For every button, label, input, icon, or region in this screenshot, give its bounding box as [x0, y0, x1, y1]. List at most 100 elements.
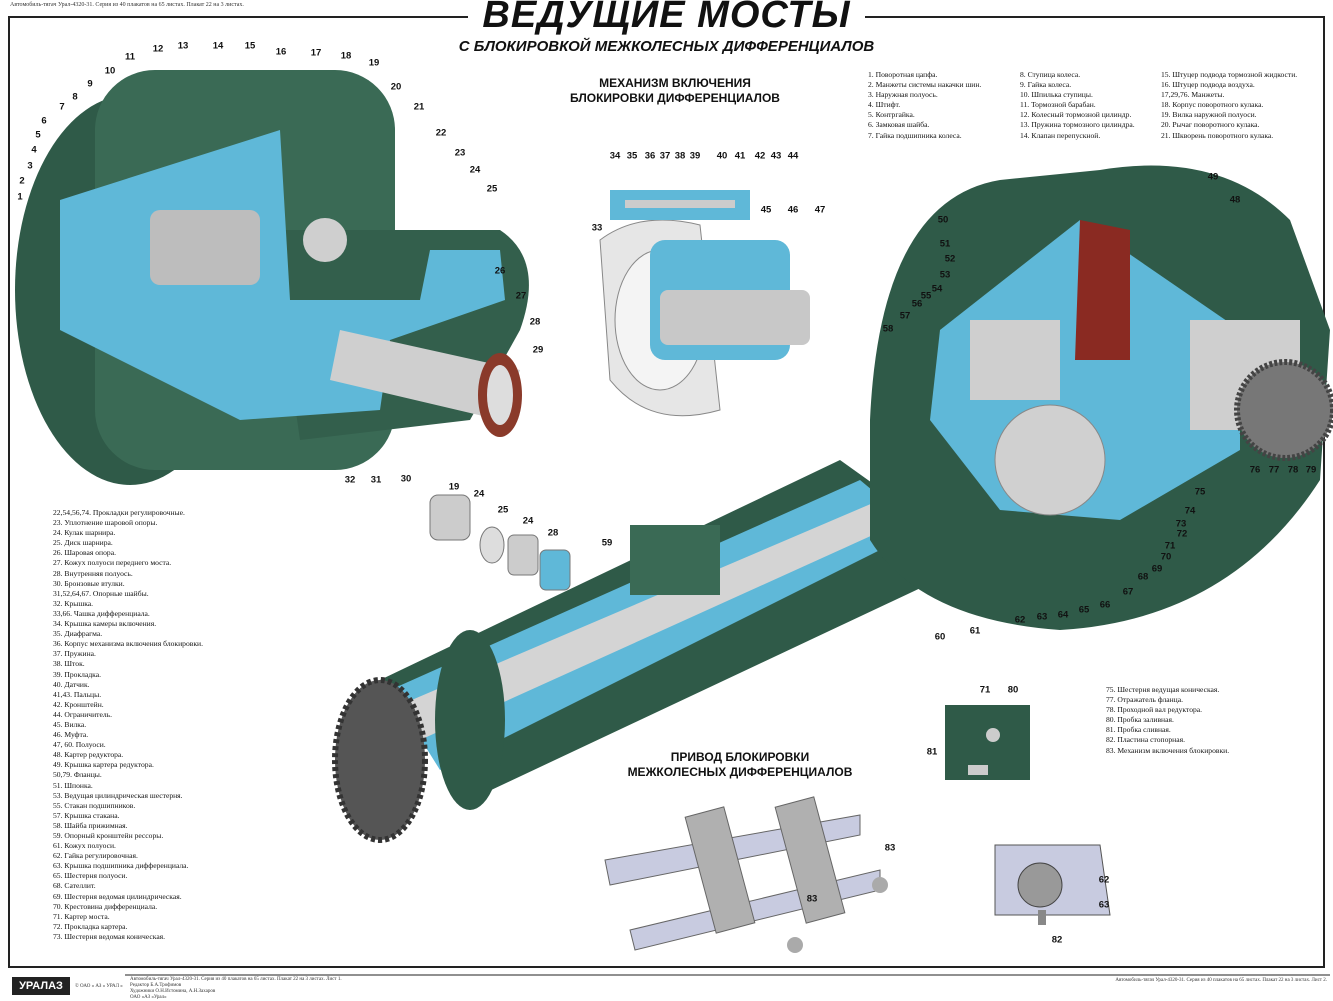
- legend-item: 81. Пробка сливная.: [1106, 725, 1171, 735]
- drive-title-line2: МЕЖКОЛЕСНЫХ ДИФФЕРЕНЦИАЛОВ: [627, 765, 853, 779]
- callout-number: 31: [370, 474, 382, 486]
- legend-item: 65. Шестерня полуоси.: [53, 871, 128, 881]
- callout-number: 77: [1268, 464, 1280, 476]
- legend-item: 2. Манжеты системы накачки шин.: [868, 80, 982, 90]
- legend-item: 55. Стакан подшипников.: [53, 800, 136, 810]
- callout-number: 16: [275, 46, 287, 58]
- legend-item: 26. Шаровая опора.: [53, 548, 116, 558]
- callout-number: 3: [27, 160, 33, 172]
- legend-item: 36. Корпус механизма включения блокировк…: [53, 639, 203, 649]
- legend-item: 61. Кожух полуоси.: [53, 841, 116, 851]
- callout-number: 29: [532, 344, 544, 356]
- legend-item: 80. Пробка заливная.: [1106, 715, 1174, 725]
- callout-number: 55: [920, 290, 932, 302]
- callout-number: 19: [368, 57, 380, 69]
- legend-item: 42. Кронштейн.: [53, 699, 104, 709]
- legend-item: 32. Крышка.: [53, 598, 94, 608]
- poster-title: ВЕДУЩИЕ МОСТЫ: [0, 0, 1333, 37]
- callout-number: 62: [1098, 874, 1110, 886]
- legend-item: 53. Ведущая цилиндрическая шестерня.: [53, 790, 183, 800]
- callout-number: 30: [400, 473, 412, 485]
- callout-number: 39: [689, 150, 701, 162]
- legend-item: 20. Рычаг поворотного кулака.: [1161, 120, 1260, 130]
- joint-parts: [429, 494, 571, 591]
- legend-item: 6. Замковая шайба.: [868, 120, 930, 130]
- callout-number: 46: [787, 204, 799, 216]
- legend-right: 75. Шестерня ведущая коническая.77. Отра…: [1106, 685, 1229, 756]
- legend-left: 22,54,56,74. Прокладки регулировочные.23…: [53, 508, 203, 942]
- legend-item: 9. Гайка колеса.: [1020, 80, 1072, 90]
- mechanism-title: МЕХАНИЗМ ВКЛЮЧЕНИЯ БЛОКИРОВКИ ДИФФЕРЕНЦИ…: [560, 76, 790, 106]
- callout-number: 24: [469, 164, 481, 176]
- legend-item: 72. Прокладка картера.: [53, 921, 128, 931]
- drive-title-line1: ПРИВОД БЛОКИРОВКИ: [670, 750, 810, 764]
- legend-item: 23. Уплотнение шаровой опоры.: [53, 518, 158, 528]
- callout-number: 35: [626, 150, 638, 162]
- callout-number: 15: [244, 40, 256, 52]
- callout-number: 74: [1184, 505, 1196, 517]
- legend-item: 62. Гайка регулировочная.: [53, 851, 138, 861]
- callout-number: 75: [1194, 486, 1206, 498]
- callout-number: 24: [473, 488, 485, 500]
- poster-subtitle: С БЛОКИРОВКОЙ МЕЖКОЛЕСНЫХ ДИФФЕРЕНЦИАЛОВ: [458, 38, 875, 55]
- callout-number: 2: [19, 175, 25, 187]
- callout-number: 21: [413, 101, 425, 113]
- drive-title: ПРИВОД БЛОКИРОВКИ МЕЖКОЛЕСНЫХ ДИФФЕРЕНЦИ…: [620, 750, 860, 780]
- callout-number: 24: [522, 515, 534, 527]
- legend-item: 47, 60. Полуоси.: [53, 740, 106, 750]
- legend-top-col2: 8. Ступица колеса.9. Гайка колеса.10. Шп…: [1020, 70, 1135, 141]
- legend-item: 50,79. Фланцы.: [53, 770, 102, 780]
- callout-number: 60: [934, 631, 946, 643]
- callout-number: 4: [31, 144, 37, 156]
- lock-drive-illustration: [604, 796, 888, 953]
- callout-number: 47: [814, 204, 826, 216]
- callout-number: 33: [591, 222, 603, 234]
- footer-right-note: Автомобиль-тягач Урал-4320-31. Серия из …: [1115, 978, 1327, 983]
- callout-number: 53: [939, 269, 951, 281]
- callout-number: 44: [787, 150, 799, 162]
- callout-number: 82: [1051, 934, 1063, 946]
- legend-item: 14. Клапан перепускной.: [1020, 130, 1101, 140]
- callout-number: 52: [944, 253, 956, 265]
- callout-number: 48: [1229, 194, 1241, 206]
- callout-number: 71: [1164, 540, 1176, 552]
- callout-number: 65: [1078, 604, 1090, 616]
- series-note: Автомобиль-тягач Урал-4320-31. Серия из …: [10, 2, 244, 8]
- legend-item: 25. Диск шарнира.: [53, 538, 113, 548]
- footer-line3: Художники О.Н.Истомина, А.Н.Захаров: [130, 989, 216, 994]
- callout-number: 76: [1249, 464, 1261, 476]
- callout-number: 36: [644, 150, 656, 162]
- legend-item: 77. Отражатель фланца.: [1106, 695, 1184, 705]
- callout-number: 6: [41, 115, 47, 127]
- callout-number: 5: [35, 129, 41, 141]
- poster-title-text: ВЕДУЩИЕ МОСТЫ: [468, 0, 865, 36]
- legend-item: 82. Пластина стопорная.: [1106, 735, 1185, 745]
- callout-number: 79: [1305, 464, 1317, 476]
- footer-line2: Редактор Б.А.Трофимов: [130, 983, 182, 988]
- callout-number: 9: [87, 78, 93, 90]
- logo: УРАЛАЗ: [12, 977, 70, 995]
- callout-number: 72: [1176, 528, 1188, 540]
- legend-item: 83. Механизм включения блокировки.: [1106, 745, 1230, 755]
- legend-item: 78. Проходной вал редуктора.: [1106, 705, 1203, 715]
- wheel-hub-cutaway: [15, 70, 529, 485]
- legend-item: 44. Ограничитель.: [53, 709, 113, 719]
- legend-item: 35. Диафрагма.: [53, 629, 103, 639]
- callout-number: 59: [601, 537, 613, 549]
- callout-number: 54: [931, 283, 943, 295]
- callout-number: 38: [674, 150, 686, 162]
- legend-item: 7. Гайка подшипника колеса.: [868, 130, 962, 140]
- callout-number: 7: [59, 101, 65, 113]
- drain-plug-inset: [945, 705, 1030, 780]
- callout-number: 17: [310, 47, 322, 59]
- callout-number: 62: [1014, 614, 1026, 626]
- legend-item: 21. Шкворень поворотного кулака.: [1161, 130, 1274, 140]
- legend-top-col1: 1. Поворотная цапфа.2. Манжеты системы н…: [868, 70, 981, 141]
- legend-item: 12. Колесный тормозной цилиндр.: [1020, 110, 1132, 120]
- callout-number: 28: [529, 316, 541, 328]
- legend-item: 68. Сателлит.: [53, 881, 96, 891]
- legend-item: 15. Штуцер подвода тормозной жидкости.: [1161, 70, 1298, 79]
- callout-number: 12: [152, 43, 164, 55]
- legend-item: 5. Контргайка.: [868, 110, 915, 120]
- callout-number: 8: [72, 91, 78, 103]
